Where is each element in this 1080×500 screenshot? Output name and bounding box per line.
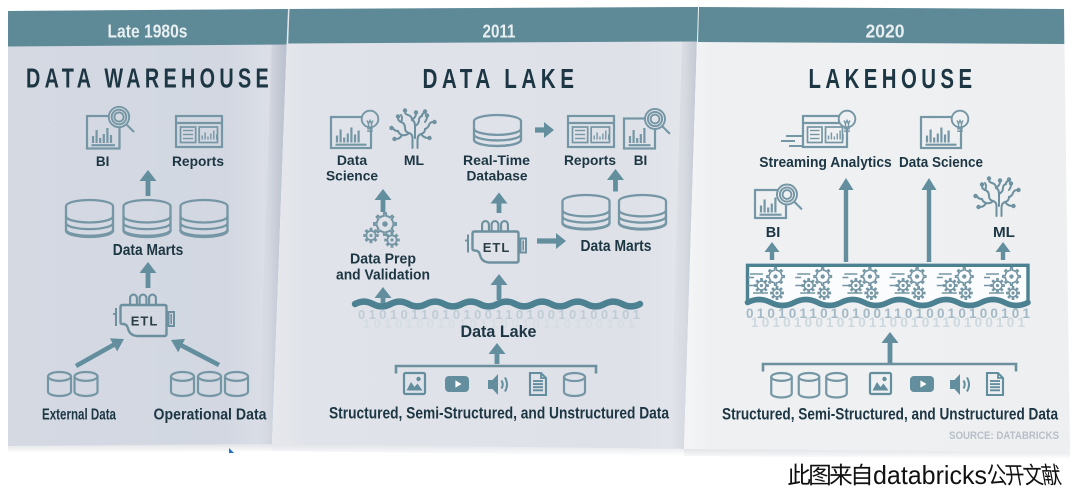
svg-text:Reports: Reports bbox=[564, 152, 616, 168]
svg-text:2011: 2011 bbox=[483, 21, 516, 41]
svg-text:databricks: databricks bbox=[873, 460, 987, 490]
svg-text:Database: Database bbox=[467, 168, 528, 184]
svg-text:Reports: Reports bbox=[172, 153, 224, 169]
svg-text:BI: BI bbox=[634, 152, 648, 168]
svg-text:BI: BI bbox=[96, 153, 110, 169]
svg-text:Data Marts: Data Marts bbox=[581, 238, 652, 255]
svg-text:Data Prep: Data Prep bbox=[350, 251, 416, 268]
svg-text:Structured, Semi-Structured, a: Structured, Semi-Structured, and Unstruc… bbox=[329, 405, 670, 423]
svg-text:Real-Time: Real-Time bbox=[463, 152, 530, 168]
svg-text:Data: Data bbox=[337, 152, 368, 168]
svg-text:LAKEHOUSE: LAKEHOUSE bbox=[809, 63, 977, 94]
svg-text:DATA LAKE: DATA LAKE bbox=[423, 63, 579, 94]
svg-text:Science: Science bbox=[326, 168, 378, 184]
svg-text:and Validation: and Validation bbox=[336, 267, 430, 284]
svg-text:BI: BI bbox=[766, 224, 781, 241]
svg-text:2020: 2020 bbox=[866, 22, 905, 42]
svg-text:ML: ML bbox=[404, 152, 425, 168]
svg-text:Late 1980s: Late 1980s bbox=[108, 22, 188, 42]
svg-text:DATA WAREHOUSE: DATA WAREHOUSE bbox=[26, 63, 273, 94]
svg-text:Operational Data: Operational Data bbox=[154, 407, 267, 424]
svg-text:Structured, Semi-Structured, a: Structured, Semi-Structured, and Unstruc… bbox=[722, 406, 1059, 424]
svg-text:ML: ML bbox=[993, 224, 1015, 241]
svg-text:Data Marts: Data Marts bbox=[113, 242, 184, 259]
svg-text:Data Lake: Data Lake bbox=[461, 323, 537, 341]
svg-text:ETL: ETL bbox=[483, 240, 511, 255]
svg-text:SOURCE: DATABRICKS: SOURCE: DATABRICKS bbox=[949, 430, 1059, 442]
svg-text:ETL: ETL bbox=[131, 314, 159, 329]
svg-text:External Data: External Data bbox=[42, 407, 116, 424]
svg-text:Data Science: Data Science bbox=[899, 155, 983, 171]
svg-text:Streaming Analytics: Streaming Analytics bbox=[759, 155, 892, 171]
